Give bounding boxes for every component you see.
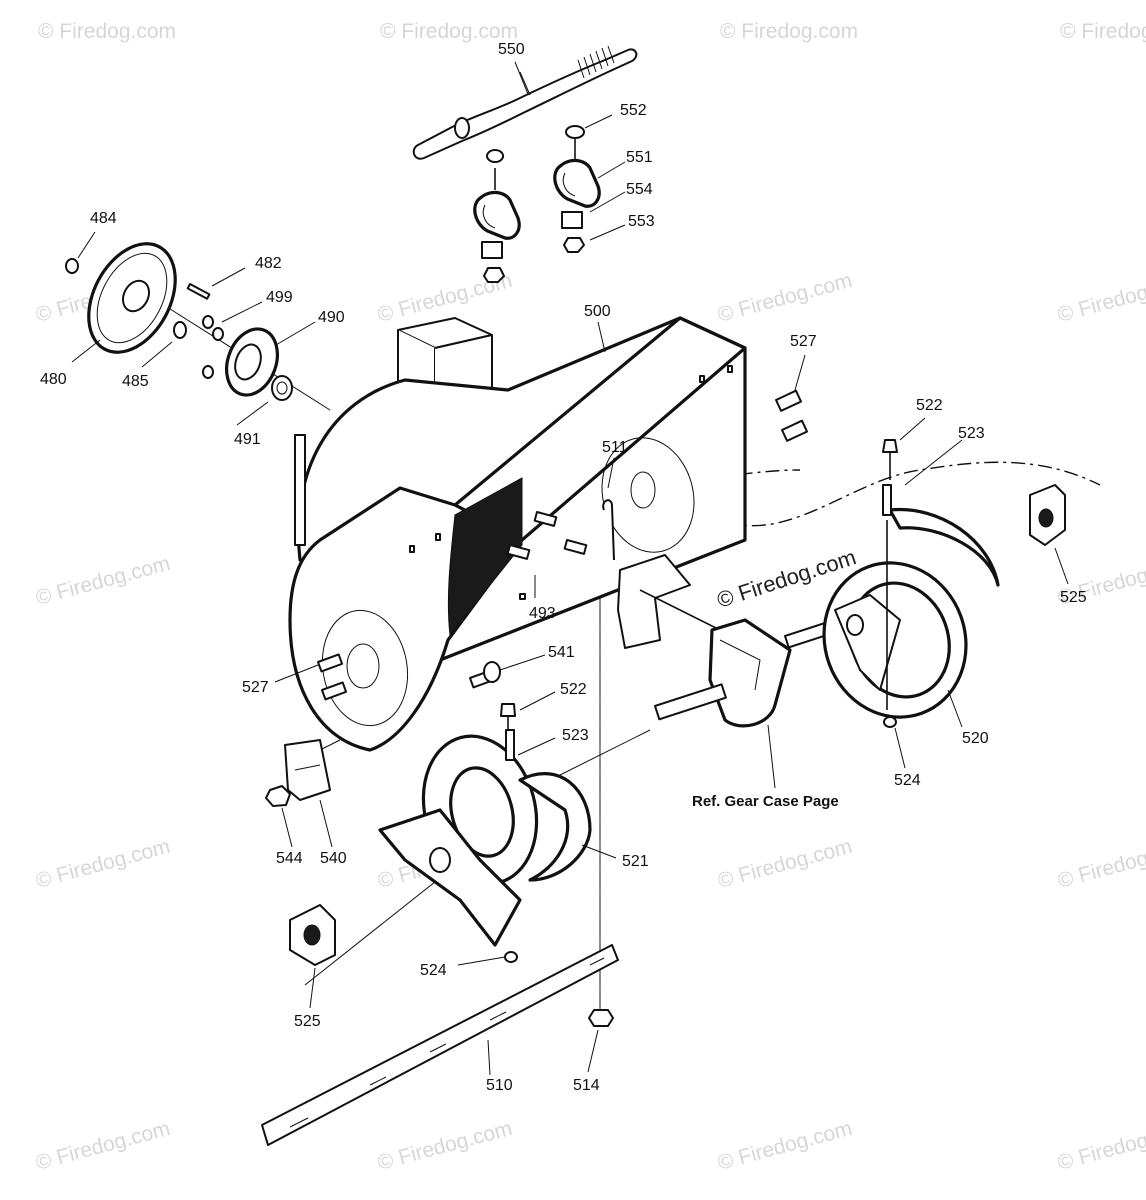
part-label-541: 541 [548,644,575,661]
chute-clip-assembly-left [473,149,521,283]
shave-plate [261,944,619,1146]
bolts [316,389,809,701]
part-label-523-right: 523 [958,425,985,442]
watermark: © Firedog.com [38,20,176,43]
part-label-527-rear: 527 [790,333,817,350]
part-label-482: 482 [255,255,282,272]
part-label-510: 510 [486,1077,513,1094]
part-label-540: 540 [320,850,347,867]
watermark: © Firedog.com [715,269,854,327]
part-label-514: 514 [573,1077,600,1094]
part-label-499: 499 [266,289,293,306]
part-label-491: 491 [234,431,261,448]
reference-gear-case-label: Ref. Gear Case Page [692,793,839,810]
part-label-520: 520 [962,730,989,747]
part-label-493: 493 [529,605,556,622]
part-label-553: 553 [628,213,655,230]
leader-lines [71,61,1069,1076]
watermark: © Firedog.com [33,552,172,610]
part-label-552: 552 [620,102,647,119]
watermark: © Firedog.com [1055,269,1146,327]
impeller-and-gear-case [602,499,847,728]
watermark: © Firedog.com [33,835,172,893]
chute-clip-assembly-right [553,125,601,253]
part-label-527-front: 527 [242,679,269,696]
slide-shoe [265,739,331,807]
watermark: © Firedog.com [1055,1117,1146,1175]
chute-crank-handle [412,45,638,160]
part-label-490: 490 [318,309,345,326]
part-label-554: 554 [626,181,653,198]
auger-housing [288,316,747,752]
part-label-525-right: 525 [1060,589,1087,606]
watermark: © Firedog.com [375,1117,514,1175]
part-label-525-left: 525 [294,1013,321,1030]
bearing-flange [212,327,293,401]
part-label-544: 544 [276,850,303,867]
part-label-480: 480 [40,371,67,388]
part-label-524-left: 524 [420,962,447,979]
part-label-522-right: 522 [916,397,943,414]
part-label-551: 551 [626,149,653,166]
part-label-484: 484 [90,210,117,227]
part-label-500: 500 [584,303,611,320]
watermark: © Firedog.com [1055,835,1146,893]
watermark: © Firedog.com [33,1117,172,1175]
part-label-524-right: 524 [894,772,921,789]
part-label-523-left: 523 [562,727,589,744]
left-auger [378,703,592,963]
pulley-assembly [65,242,214,379]
watermark: © Firedog.com [720,20,858,43]
part-label-521: 521 [622,853,649,870]
watermark: © Firedog.com [715,1117,854,1175]
part-label-550: 550 [498,41,525,58]
bearing-flange-left [289,904,336,966]
watermark: © Firedog.com [715,835,854,893]
watermark: © Firedog.com [380,20,518,43]
right-auger [822,439,1000,728]
part-label-485: 485 [122,373,149,390]
part-label-522-left: 522 [560,681,587,698]
bearing-flange-right [1029,484,1066,546]
part-label-511: 511 [602,439,628,456]
watermark: © Firedog.com [1060,20,1146,43]
